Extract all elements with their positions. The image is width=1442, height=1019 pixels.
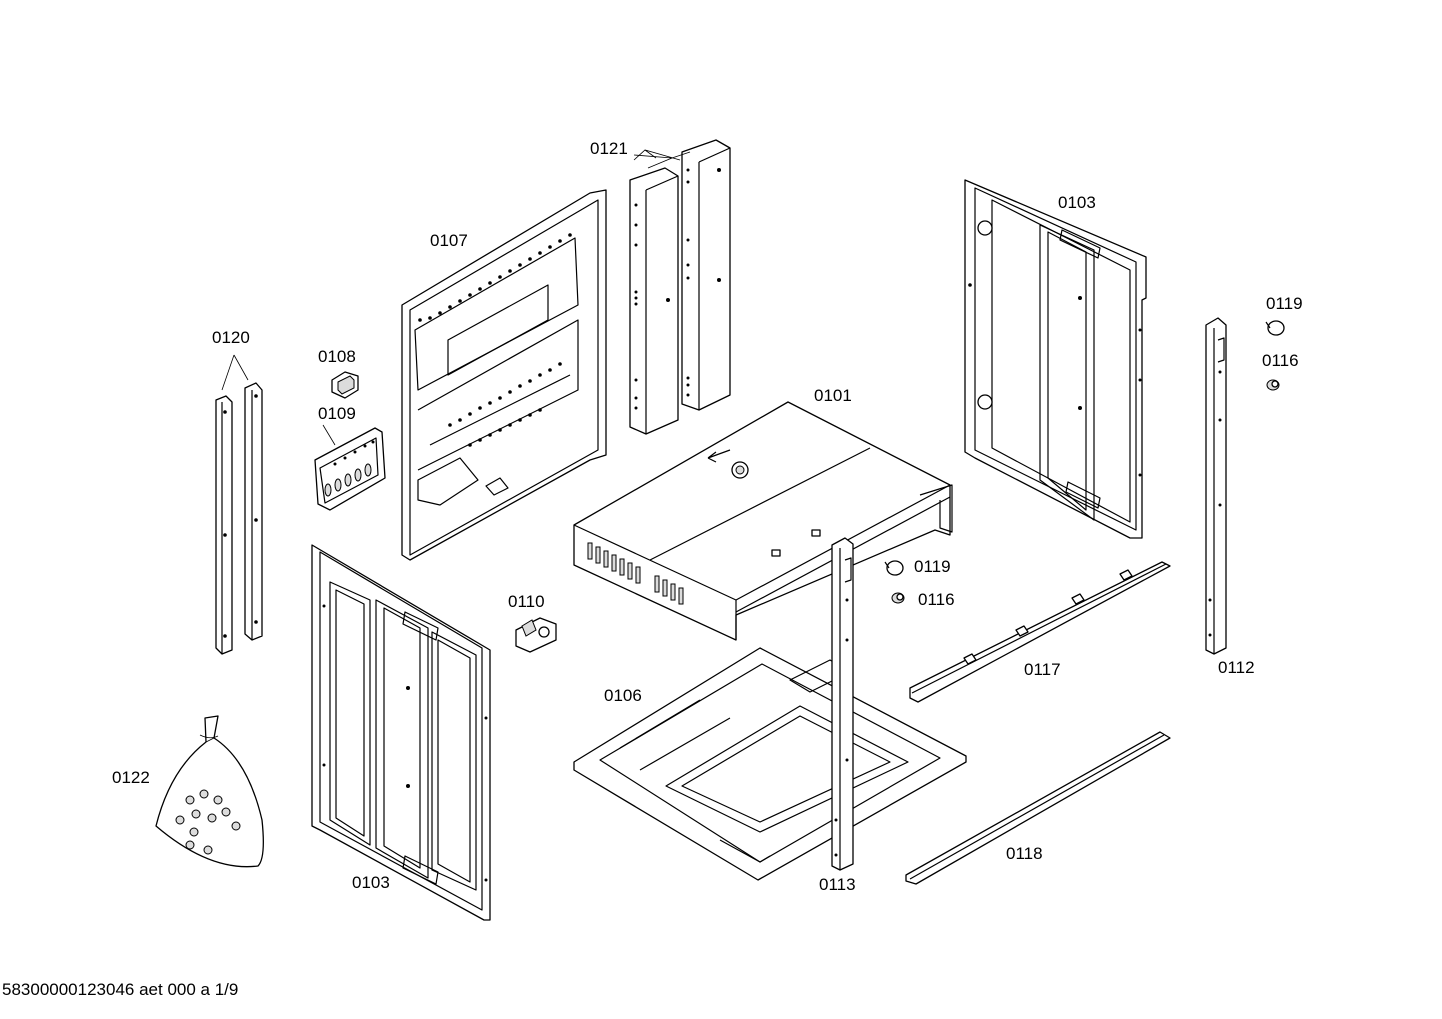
label-0106: 0106 [604,686,642,705]
part-0119-fitting-top[interactable] [1265,320,1285,336]
label-0103-top: 0103 [1058,193,1096,212]
label-0108: 0108 [318,347,356,366]
label-0112: 0112 [1218,658,1255,677]
label-0117: 0117 [1024,660,1061,679]
leader-lines [221,151,691,446]
label-0120: 0120 [212,328,250,347]
part-0113-rail[interactable] [831,537,854,871]
label-0118: 0118 [1006,844,1043,863]
part-0103-side-panel-right[interactable] [964,179,1147,539]
label-0122: 0122 [112,768,150,787]
label-0107: 0107 [430,231,468,250]
label-0110: 0110 [508,592,545,611]
part-0108-clip[interactable] [331,371,359,399]
drawing-id: 58300000123046 aet 000 a 1/9 [2,980,239,999]
label-0119-top: 0119 [1266,294,1303,313]
label-0103-bottom: 0103 [352,873,390,892]
part-0107-back-panel[interactable] [401,189,607,561]
label-0121: 0121 [590,139,628,158]
part-labels: 0121 0107 0103 0119 0116 0120 0108 0109 … [112,139,1303,894]
label-0113: 0113 [819,875,856,894]
label-0119-mid: 0119 [914,557,951,576]
part-0101-housing[interactable] [573,401,953,641]
part-0120-rails[interactable] [215,382,263,655]
part-0118-bar[interactable] [905,731,1171,885]
part-0103-side-panel-left[interactable] [311,544,491,921]
part-0117-strip[interactable] [909,561,1171,703]
part-0121-rails[interactable] [629,139,731,435]
part-0112-rail[interactable] [1205,317,1227,655]
label-0109: 0109 [318,404,356,423]
part-0122-screw-bag[interactable] [155,715,264,868]
part-0106-base-tray[interactable] [573,647,967,881]
part-0109-bracket[interactable] [314,427,386,511]
label-0116-mid: 0116 [918,590,955,609]
part-0119-fitting-mid[interactable] [884,560,904,576]
part-0110-connector[interactable] [515,617,557,653]
label-0101: 0101 [814,386,852,405]
part-0116-nut-mid[interactable] [891,592,905,604]
part-0116-nut-top[interactable] [1266,379,1280,391]
label-0116-top: 0116 [1262,351,1299,370]
